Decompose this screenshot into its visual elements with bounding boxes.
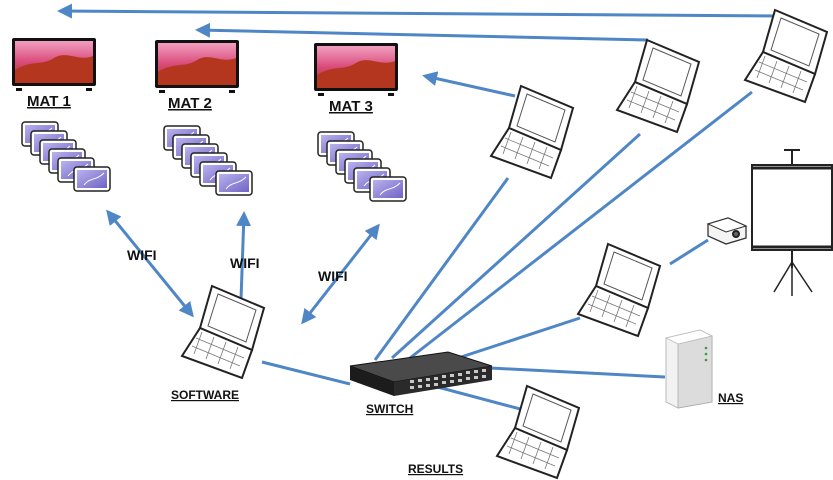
link-switch-laptop2 [390,132,642,360]
network-switch-icon [349,351,493,396]
wifi-link-mat3 [301,223,380,325]
laptop-icon [181,285,265,379]
mat3-label: MAT 3 [329,98,373,115]
mat1-label: MAT 1 [27,93,71,110]
tv-icon [12,38,96,91]
tablet-icon [163,125,253,196]
projection-screen-icon [751,149,833,296]
switch-label: SWITCH [366,402,413,416]
link-switch-nas [489,366,666,379]
tv-icon [155,40,239,93]
link-switch-results [429,383,525,412]
tv-icon [314,43,398,96]
laptop-icon [490,85,574,179]
nas-label: NAS [718,391,743,405]
laptop-icon [496,385,580,479]
link-laptop3-mat1 [57,3,781,19]
laptop-icon [577,243,661,337]
laptop-icon [744,9,828,103]
link-laptop1-mat3 [422,71,516,98]
tablet-icon [317,131,407,202]
link-switch-laptop3 [409,90,753,360]
software-label: SOFTWARE [171,388,239,402]
laptop-icon [616,39,700,133]
wifi-label: WIFI [230,255,260,271]
link-switch-laptop1 [373,177,510,361]
mat2-label: MAT 2 [168,95,212,112]
nas-icon [664,329,714,409]
link-laptop4-projector [669,238,709,266]
projector-icon [706,217,748,245]
connections [57,3,781,412]
wifi-label: WIFI [127,247,157,263]
link-laptop2-mat2 [195,22,649,42]
link-software-switch [261,360,351,386]
tablet-icon [21,121,111,192]
wifi-link-mat1 [106,209,194,318]
wifi-label: WIFI [318,268,348,284]
link-switch-laptop4 [451,316,581,362]
results-label: RESULTS [408,462,463,476]
